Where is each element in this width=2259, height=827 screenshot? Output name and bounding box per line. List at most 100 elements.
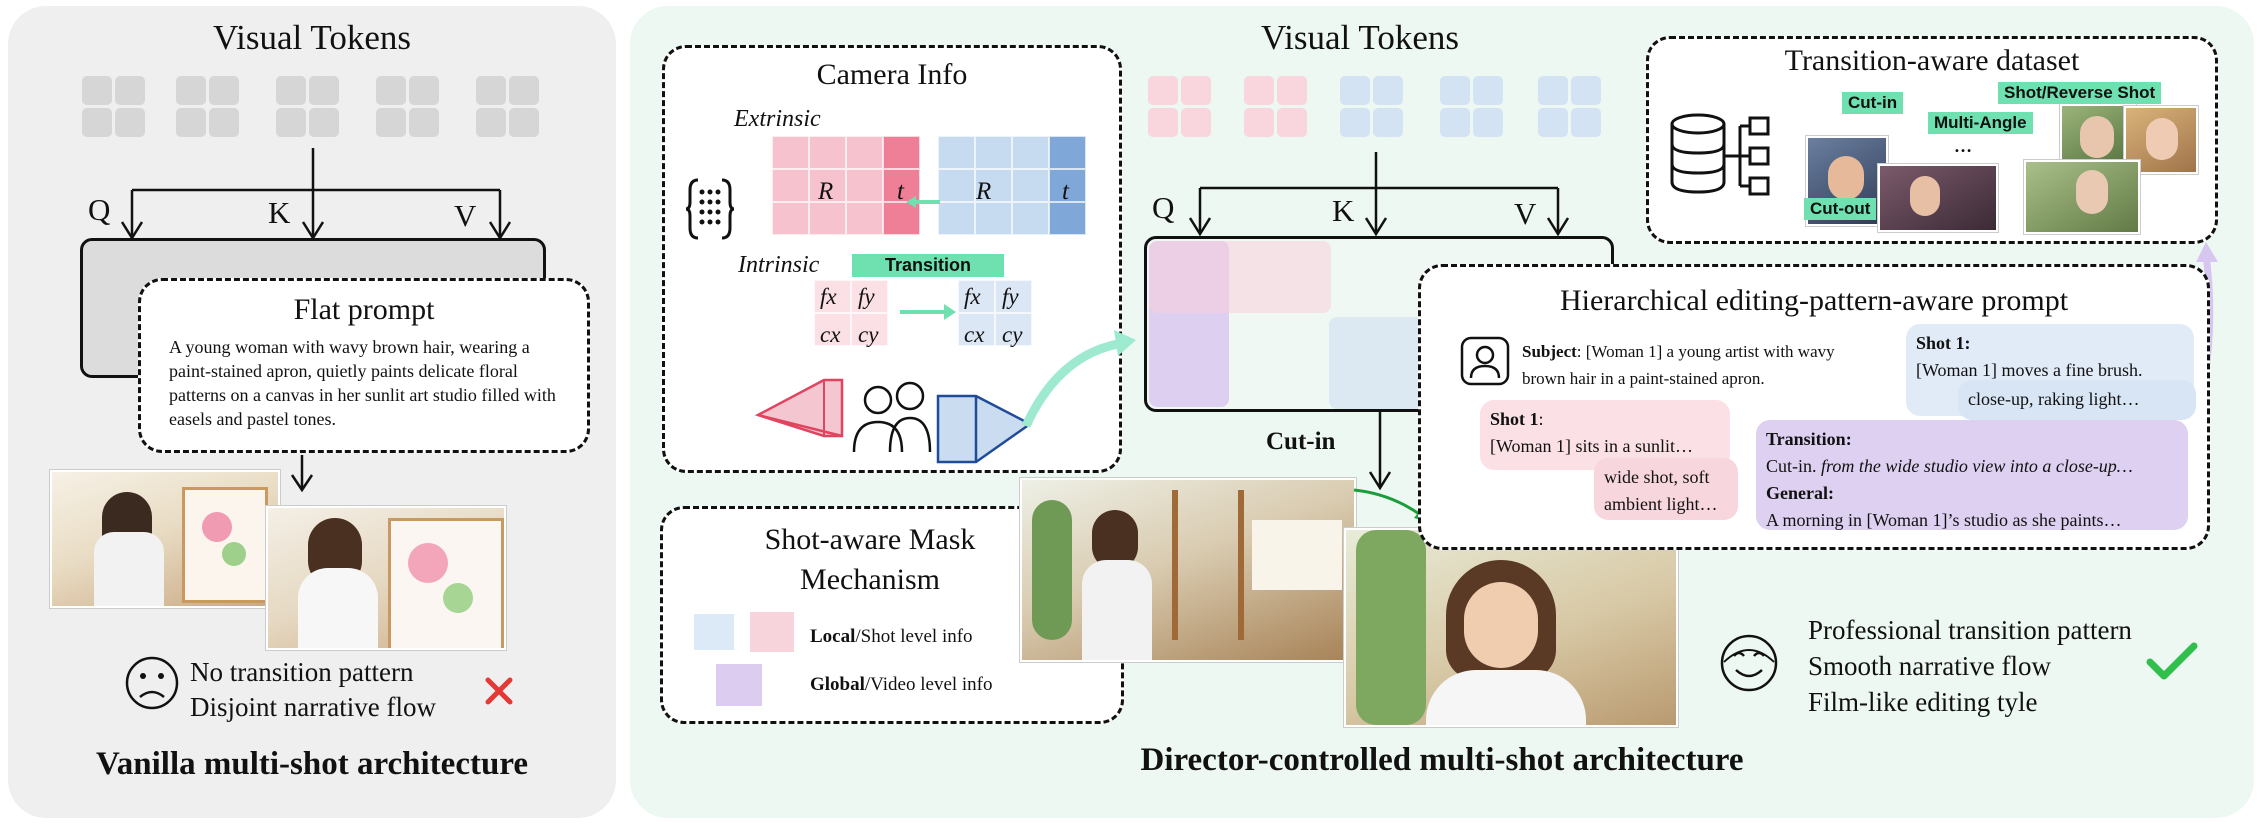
left-visual-token	[409, 108, 439, 137]
shot1-right-sub-card: close-up, raking light…	[1958, 380, 2196, 420]
intrinsic-cell-shot2	[958, 313, 995, 346]
right-visual-token-shot2	[1473, 76, 1503, 105]
right-visual-token-shot2	[1373, 76, 1403, 105]
right-visual-token-shot2	[1538, 108, 1568, 137]
cy-label-1: cy	[858, 322, 879, 347]
extrinsic-cell-shot2	[1049, 169, 1086, 202]
fy-label-2: fy	[1002, 284, 1019, 309]
transition-label: Transition	[1766, 429, 1846, 449]
left-caption: Vanilla multi-shot architecture	[95, 746, 529, 782]
left-visual-token	[176, 108, 206, 137]
right-visual-token-shot1	[1181, 108, 1211, 137]
dataset-thumb-cutout	[2024, 160, 2140, 234]
transition-text: Cut-in.	[1766, 456, 1822, 476]
extrinsic-transition-arrow	[906, 196, 940, 208]
local-legend-swatch-pink	[750, 612, 794, 652]
tag-cut-in: Cut-in	[1842, 92, 1904, 114]
extrinsic-cell-shot1	[883, 202, 920, 235]
local-legend-swatch-blue	[694, 614, 734, 650]
extrinsic-cell-shot2	[938, 136, 975, 169]
right-visual-token-shot1	[1244, 108, 1274, 137]
extrinsic-cell-shot2	[938, 169, 975, 202]
left-visual-token	[509, 108, 539, 137]
shot1-left-text: [Woman 1] sits in a sunlit…	[1490, 436, 1694, 456]
extrinsic-cell-shot1	[883, 169, 920, 202]
left-q-label: Q	[88, 192, 111, 227]
hierarchical-prompt-title: Hierarchical editing-pattern-aware promp…	[1559, 284, 2069, 317]
intrinsic-cell-shot1	[851, 280, 888, 313]
camera-to-attention-arrow	[1021, 330, 1136, 428]
right-visual-token-shot1	[1181, 76, 1211, 105]
left-visual-token	[309, 108, 339, 137]
right-visual-token-shot2	[1571, 108, 1601, 137]
extrinsic-cell-shot2	[975, 202, 1012, 235]
extrinsic-cell-shot1	[772, 202, 809, 235]
tag-multi-angle: Multi-Angle	[1928, 112, 2033, 134]
left-visual-tokens-title: Visual Tokens	[213, 18, 411, 57]
intrinsic-cell-shot2	[995, 313, 1032, 346]
global-legend-bold: Global	[810, 674, 865, 695]
transition-tag: Transition	[852, 254, 1004, 277]
shot1-right-label: Shot 1	[1916, 333, 1965, 353]
right-visual-token-shot1	[1148, 108, 1178, 137]
intrinsic-cell-shot1	[851, 313, 888, 346]
extrinsic-cell-shot2	[1049, 136, 1086, 169]
shot1-right-sub: close-up, raking light…	[1968, 389, 2140, 409]
cy-label-2: cy	[1002, 322, 1023, 347]
matrix-brace-icon	[686, 178, 734, 240]
fy-label-1: fy	[858, 284, 875, 309]
subject-description: : [Woman 1] a young artist with wavy bro…	[1522, 342, 1835, 388]
right-v-label: V	[1514, 196, 1537, 231]
left-visual-token	[115, 76, 145, 105]
right-visual-token-shot2	[1473, 108, 1503, 137]
local-legend-text: Local/Shot level info	[810, 624, 973, 650]
extrinsic-cell-shot1	[772, 136, 809, 169]
left-visual-token	[476, 76, 506, 105]
intrinsic-cell-shot1	[814, 280, 851, 313]
general-label: General	[1766, 483, 1828, 503]
extrinsic-cell-shot1	[883, 136, 920, 169]
right-visual-token-shot2	[1440, 76, 1470, 105]
right-video-frame-wide	[1020, 478, 1356, 662]
left-visual-token	[376, 108, 406, 137]
global-legend-text: Global/Video level info	[810, 672, 993, 698]
right-video-frame-closeup	[1344, 528, 1678, 727]
subject-label: Subject	[1522, 342, 1577, 361]
dataset-thumb-multiangle	[1878, 164, 1998, 232]
right-qkv-arrows	[1188, 152, 1570, 237]
right-visual-token-shot1	[1277, 76, 1307, 105]
right-k-label: K	[1332, 193, 1355, 228]
right-visual-tokens-title: Visual Tokens	[1261, 18, 1459, 57]
subject-user-icon	[1460, 336, 1510, 386]
cx-label-2: cx	[964, 322, 985, 347]
subject-text: Subject: [Woman 1] a young artist with w…	[1522, 338, 1872, 392]
drawback-no-transition: No transition pattern	[190, 657, 414, 687]
benefits-list: Professional transition pattern Smooth n…	[1808, 612, 2132, 720]
extrinsic-r-label-2: R	[976, 178, 992, 205]
benefit-smooth-flow: Smooth narrative flow	[1808, 651, 2051, 681]
left-visual-token	[376, 76, 406, 105]
global-legend-swatch	[716, 664, 762, 706]
right-visual-token-shot2	[1440, 108, 1470, 137]
benefit-professional-transition: Professional transition pattern	[1808, 615, 2132, 645]
shot1-left-sub: wide shot, soft ambient light…	[1604, 467, 1718, 514]
cx-label-1: cx	[820, 322, 841, 347]
tag-cut-out: Cut-out	[1804, 198, 1877, 220]
sad-face-icon	[125, 656, 179, 710]
mask-title-line1: Shot-aware Mask	[764, 523, 976, 556]
flat-prompt-text: A young woman with wavy brown hair, wear…	[169, 337, 556, 429]
intrinsic-cell-shot2	[958, 280, 995, 313]
tag-shot-reverse-shot: Shot/Reverse Shot	[1998, 82, 2162, 104]
happy-face-icon	[1720, 634, 1778, 692]
flat-prompt-title: Flat prompt	[293, 293, 435, 326]
camera-info-title: Camera Info	[816, 58, 968, 91]
extrinsic-cell-shot2	[975, 169, 1012, 202]
left-visual-token	[276, 108, 306, 137]
fx-label-1: fx	[820, 284, 837, 309]
right-caption: Director-controlled multi-shot architect…	[1140, 742, 1744, 778]
left-visual-token	[309, 76, 339, 105]
extrinsic-t-label-2: t	[1062, 178, 1069, 205]
dataset-title: Transition-aware dataset	[1784, 44, 2080, 77]
extrinsic-cell-shot2	[1012, 136, 1049, 169]
left-visual-token	[476, 108, 506, 137]
